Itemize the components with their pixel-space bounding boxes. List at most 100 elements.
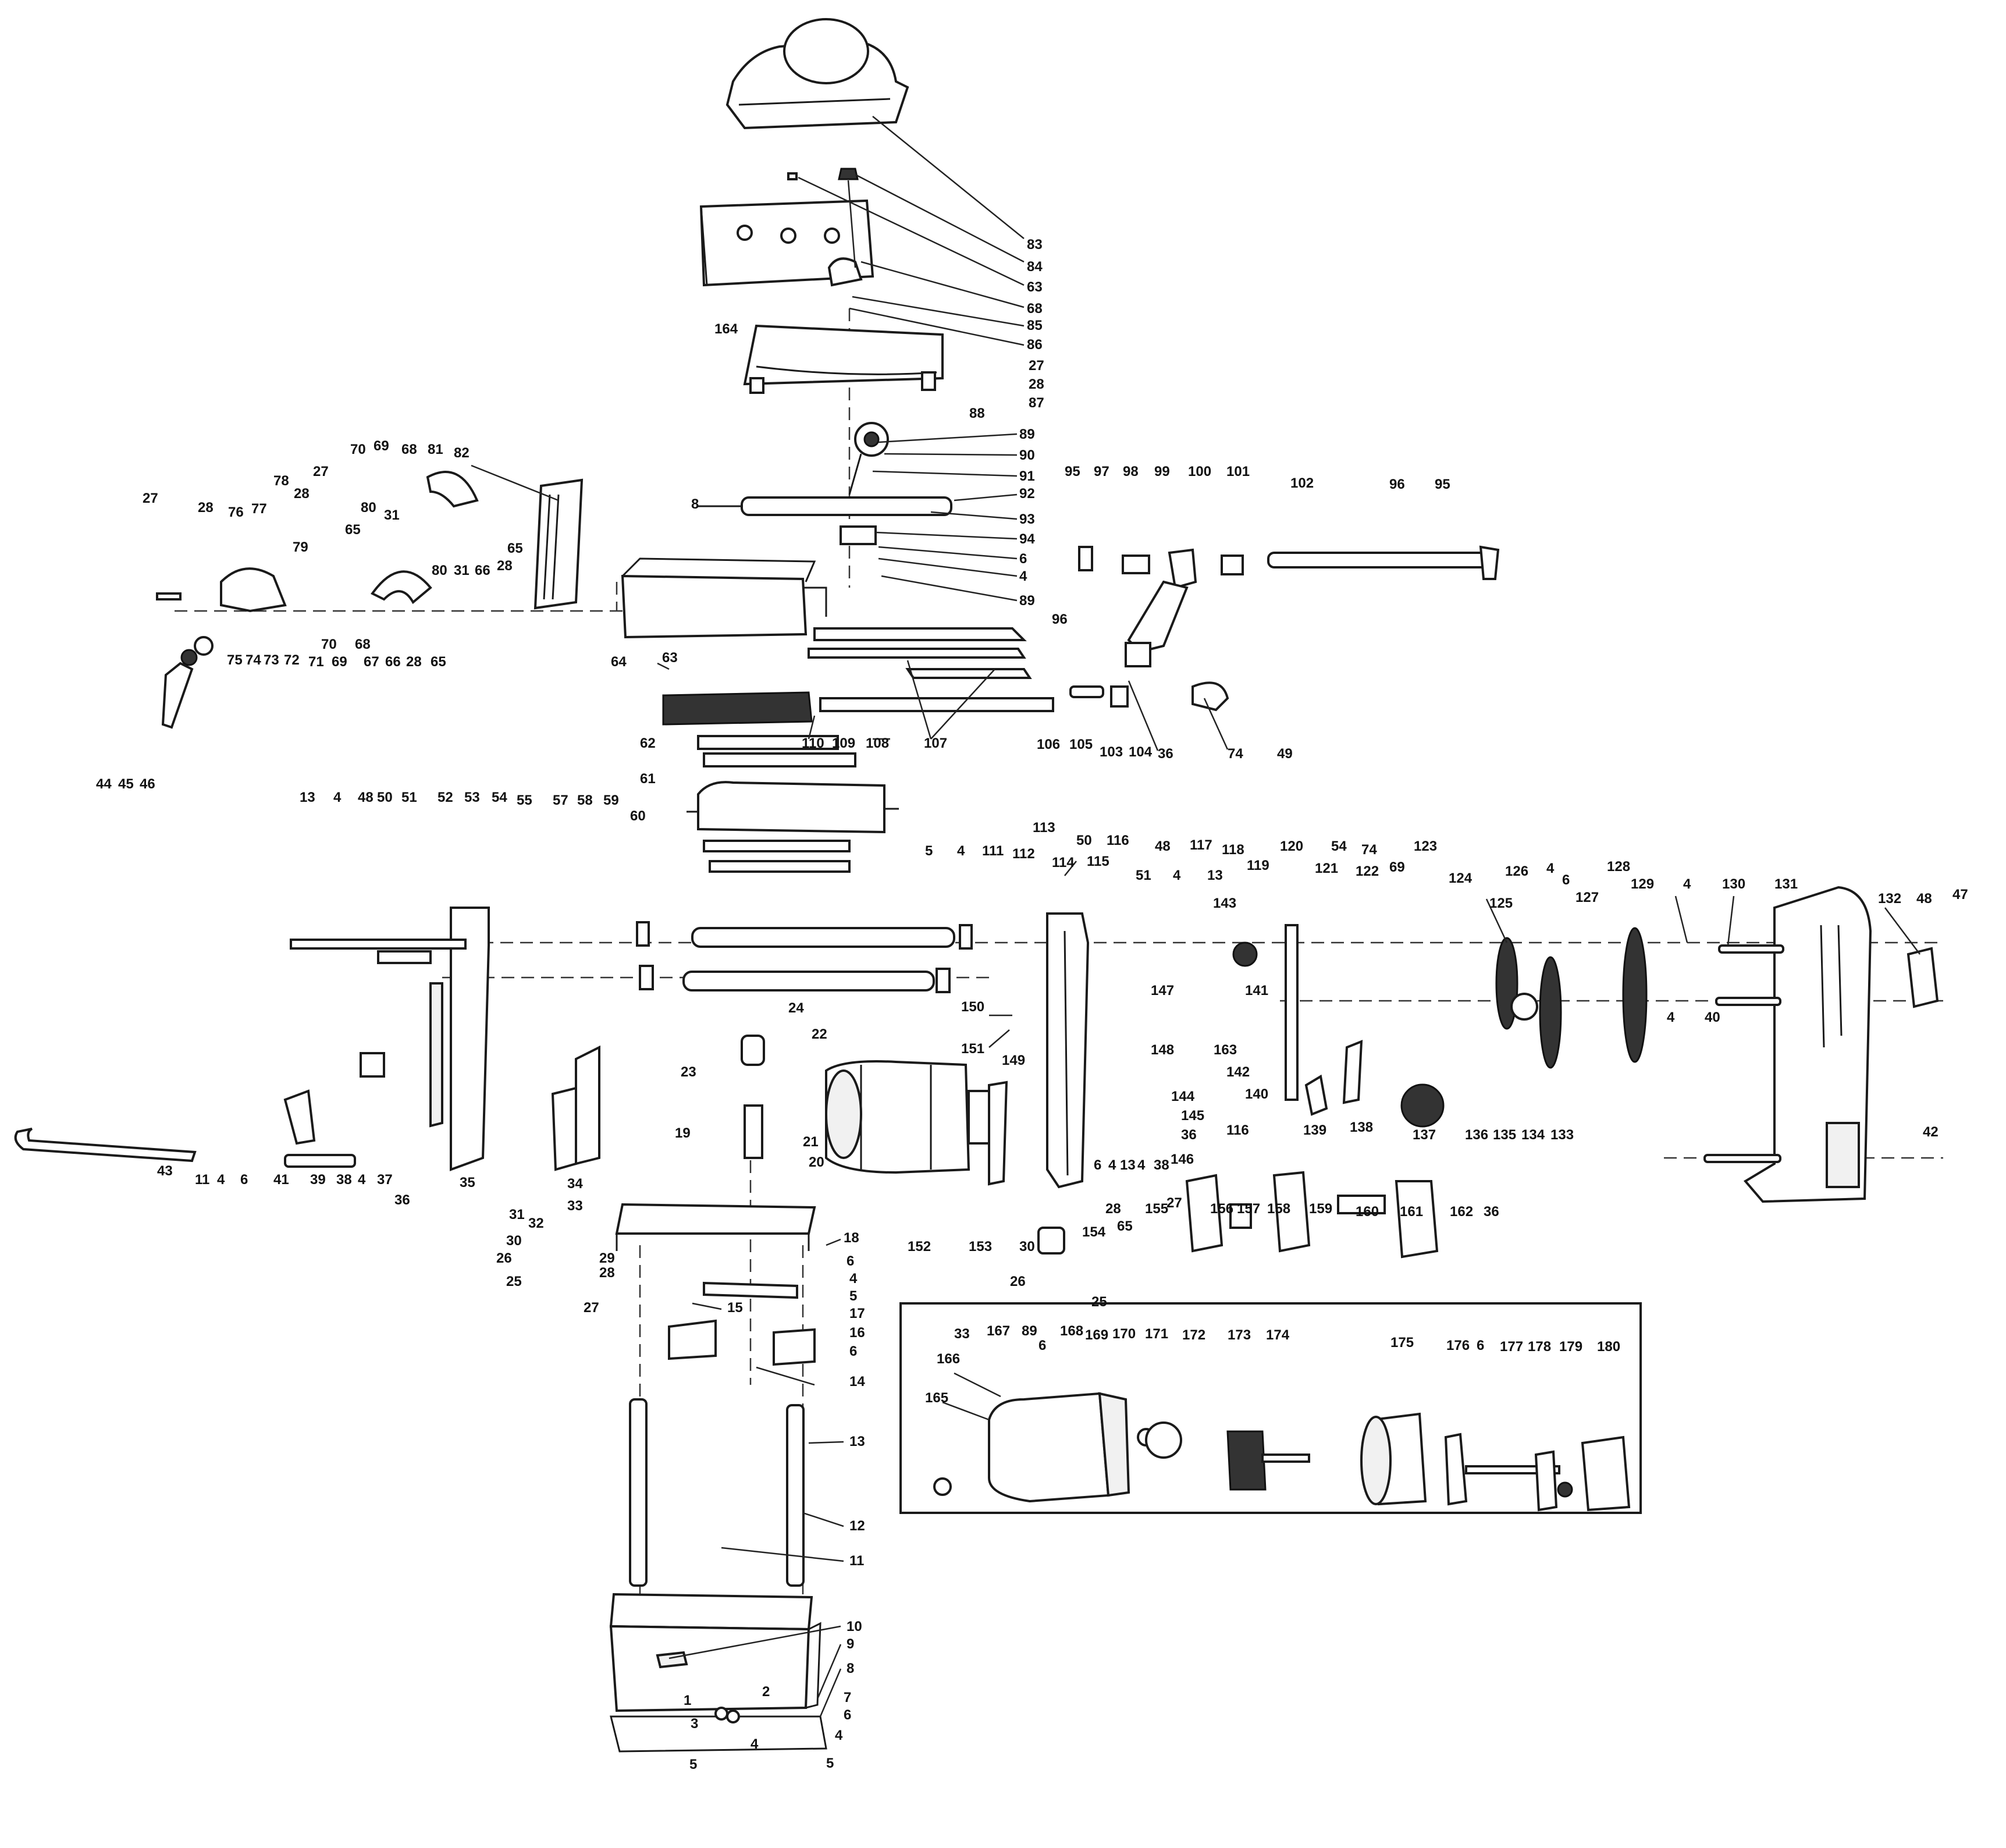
- part-callout: 61: [640, 771, 656, 787]
- part-callout: 4: [1137, 1157, 1146, 1173]
- part-callout: 123: [1414, 838, 1437, 854]
- part-callout: 4: [835, 1728, 843, 1743]
- part-callout: 11: [849, 1553, 864, 1569]
- part-callout: 100: [1188, 464, 1211, 479]
- part-callout: 112: [1012, 846, 1035, 862]
- part-callout: 13: [849, 1434, 865, 1449]
- part-callout: 6: [844, 1707, 851, 1723]
- part-callout: 19: [675, 1125, 691, 1141]
- part-callout: 93: [1019, 511, 1035, 527]
- switch-assembly: [1037, 1171, 1439, 1259]
- part-callout: 30: [506, 1233, 522, 1249]
- part-callout: 114: [1052, 855, 1075, 870]
- part-callout: 68: [401, 442, 417, 457]
- motor-housing: [825, 1060, 1008, 1186]
- part-callout: 33: [567, 1198, 583, 1214]
- part-callout: 35: [460, 1175, 475, 1190]
- part-callout: 79: [293, 539, 308, 555]
- part-callout: 14: [849, 1374, 865, 1389]
- part-callout: 88: [969, 406, 985, 421]
- part-callout: 150: [961, 999, 984, 1015]
- part-callout: 7: [844, 1690, 851, 1705]
- part-callout: 6: [1019, 551, 1027, 567]
- callout-labels: 8384636885861642728878889909192939464898…: [96, 237, 1968, 1772]
- part-callout: 63: [662, 650, 678, 666]
- part-callout: 125: [1489, 895, 1513, 911]
- part-callout: 59: [603, 792, 619, 808]
- part-callout: 147: [1151, 983, 1174, 998]
- part-callout: 63: [1027, 279, 1043, 295]
- part-callout: 127: [1575, 890, 1599, 905]
- part-callout: 54: [1331, 838, 1347, 854]
- feed-rollers: [636, 921, 973, 993]
- part-callout: 75: [227, 652, 243, 668]
- part-callout: 4: [217, 1172, 225, 1188]
- part-callout: 6: [1562, 872, 1570, 888]
- part-callout: 70: [350, 442, 366, 457]
- part-callout: 145: [1181, 1108, 1204, 1124]
- part-callout: 11: [195, 1172, 209, 1188]
- part-callout: 99: [1154, 464, 1170, 479]
- part-callout: 74: [1228, 746, 1243, 762]
- part-callout: 96: [1389, 477, 1405, 492]
- stand-base: [609, 1593, 827, 1753]
- part-callout: 89: [1019, 593, 1035, 609]
- part-callout: 156: [1210, 1201, 1233, 1217]
- part-callout: 177: [1500, 1339, 1523, 1355]
- part-callout: 146: [1171, 1152, 1194, 1167]
- part-callout: 31: [509, 1207, 525, 1222]
- part-callout: 10: [846, 1619, 862, 1634]
- part-callout: 36: [394, 1192, 410, 1208]
- part-callout: 4: [1173, 868, 1181, 883]
- part-callout: 44: [96, 776, 112, 792]
- part-callout: 133: [1550, 1127, 1574, 1143]
- part-callout: 124: [1449, 870, 1473, 886]
- left-side-frame: [290, 907, 600, 1171]
- right-side-frame: [1046, 912, 1648, 1189]
- part-callout: 13: [300, 790, 315, 805]
- part-callout: 143: [1213, 895, 1236, 911]
- part-callout: 30: [1019, 1239, 1035, 1254]
- part-callout: 120: [1280, 838, 1303, 854]
- part-callout: 39: [310, 1172, 326, 1188]
- part-callout: 5: [925, 843, 933, 859]
- part-callout: 53: [464, 790, 480, 805]
- part-callout: 28: [198, 500, 214, 516]
- part-callout: 96: [1052, 612, 1068, 627]
- part-callout: 1: [684, 1693, 691, 1708]
- part-callout: 55: [517, 792, 532, 808]
- part-callout: 65: [431, 654, 446, 670]
- part-callout: 60: [630, 808, 646, 824]
- part-callout: 111: [982, 843, 1004, 859]
- part-callout: 51: [1136, 868, 1151, 883]
- part-callout: 78: [273, 473, 289, 489]
- dust-hood: [725, 18, 909, 130]
- part-callout: 32: [528, 1216, 544, 1231]
- part-callout: 69: [1389, 859, 1405, 875]
- part-callout: 49: [1277, 746, 1293, 762]
- part-callout: 121: [1315, 861, 1338, 876]
- part-callout: 13: [1207, 868, 1223, 883]
- part-callout: 136: [1465, 1127, 1488, 1143]
- part-callout: 92: [1019, 486, 1035, 502]
- part-callout: 149: [1002, 1053, 1025, 1068]
- part-callout: 58: [577, 792, 593, 808]
- part-callout: 163: [1214, 1042, 1237, 1058]
- part-callout: 102: [1290, 475, 1314, 491]
- part-callout: 15: [727, 1300, 743, 1316]
- part-callout: 132: [1878, 891, 1901, 907]
- part-callout: 48: [358, 790, 374, 805]
- part-callout: 5: [689, 1757, 697, 1772]
- part-callout: 8: [691, 496, 699, 512]
- part-callout: 43: [157, 1163, 173, 1179]
- part-callout: 165: [925, 1390, 948, 1406]
- part-callout: 6: [846, 1253, 854, 1269]
- part-callout: 174: [1266, 1327, 1290, 1343]
- part-callout: 159: [1309, 1201, 1332, 1217]
- part-callout: 173: [1228, 1327, 1251, 1343]
- part-callout: 37: [377, 1172, 393, 1188]
- part-callout: 118: [1222, 842, 1244, 858]
- part-callout: 180: [1597, 1339, 1620, 1355]
- part-callout: 101: [1226, 464, 1250, 479]
